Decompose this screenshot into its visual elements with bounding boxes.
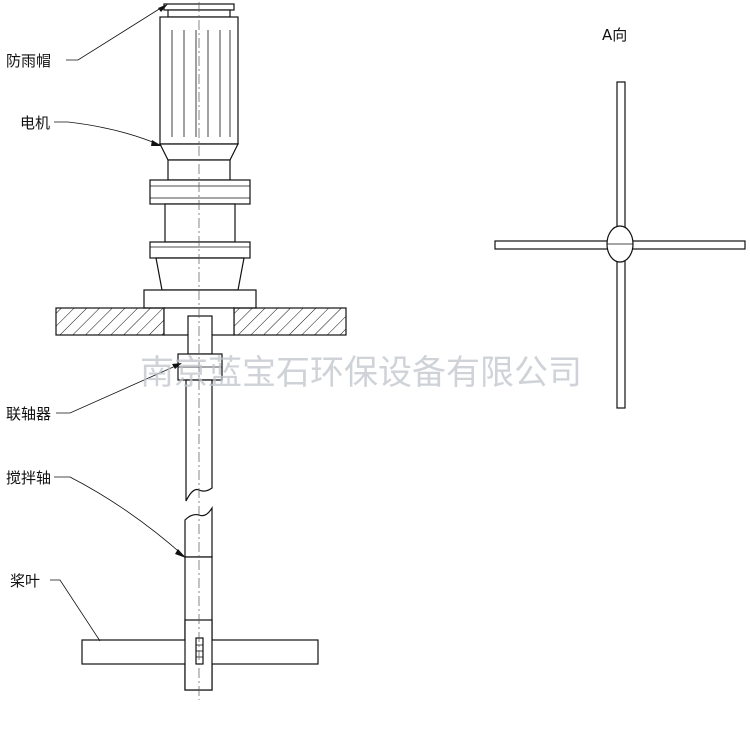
label-shaft: 搅拌轴 (6, 469, 51, 487)
label-rain-cap: 防雨帽 (6, 52, 51, 70)
label-coupling: 联轴器 (6, 405, 51, 423)
label-view-a: A向 (602, 26, 627, 44)
impeller-blade (81, 619, 319, 691)
label-motor: 电机 (20, 114, 50, 132)
mounting-beam (55, 307, 347, 336)
view-a-impeller (494, 81, 746, 409)
reducer (149, 179, 251, 291)
label-blade: 桨叶 (10, 572, 40, 590)
watermark-text: 南京蓝宝石环保设备有限公司 (140, 353, 582, 393)
base-plate (143, 289, 257, 309)
leader-lines (50, 4, 186, 642)
